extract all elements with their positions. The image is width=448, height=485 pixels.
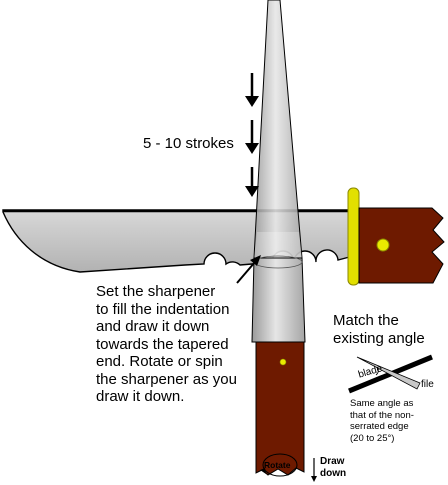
indentation-pointer-arrow bbox=[236, 255, 261, 284]
instruction-line: draw it down. bbox=[96, 388, 185, 405]
rotate-icon bbox=[260, 453, 298, 477]
instruction-line: and draw it down bbox=[96, 318, 210, 335]
instruction-line: end. Rotate or spin bbox=[96, 353, 223, 370]
draw-down-arrow-icon bbox=[311, 458, 317, 482]
knife-blade bbox=[2, 209, 358, 273]
draw-down-line: Draw bbox=[320, 456, 345, 467]
match-angle-line: existing angle bbox=[333, 330, 425, 347]
angle-note-line: Same angle as bbox=[350, 398, 414, 409]
angle-inset-diagram bbox=[348, 354, 433, 394]
handle-rivet bbox=[376, 238, 390, 252]
angle-note: Same angle as that of the non- serrated … bbox=[350, 398, 414, 444]
match-angle-heading: Match the existing angle bbox=[333, 312, 425, 348]
angle-note-line: that of the non- bbox=[350, 409, 414, 421]
knife-guard bbox=[347, 187, 360, 286]
draw-down-line: down bbox=[320, 468, 347, 479]
instruction-line: the sharpener as you bbox=[96, 370, 237, 388]
file-label: file bbox=[421, 379, 434, 390]
rotate-label: Rotate bbox=[264, 460, 291, 470]
instruction-line: towards the tapered bbox=[96, 335, 229, 353]
draw-down-label: Draw down bbox=[320, 456, 346, 480]
instruction-line: to fill the indentation bbox=[96, 300, 230, 318]
strokes-count-label: 5 - 10 strokes bbox=[143, 135, 234, 152]
instruction-line: Set the sharpener bbox=[96, 283, 216, 300]
stroke-down-arrows bbox=[245, 73, 259, 197]
sharpener-ferrule bbox=[251, 257, 306, 343]
sharpener-rod bbox=[253, 0, 303, 259]
match-angle-line: Match the bbox=[333, 312, 399, 329]
sharpening-instructions: Set the sharpener to fill the indentatio… bbox=[96, 283, 237, 406]
knife-handle bbox=[358, 207, 445, 284]
angle-note-line: (20 to 25°) bbox=[350, 432, 395, 444]
angle-note-line: serrated edge bbox=[350, 421, 409, 432]
sharpener-handle bbox=[255, 341, 305, 476]
